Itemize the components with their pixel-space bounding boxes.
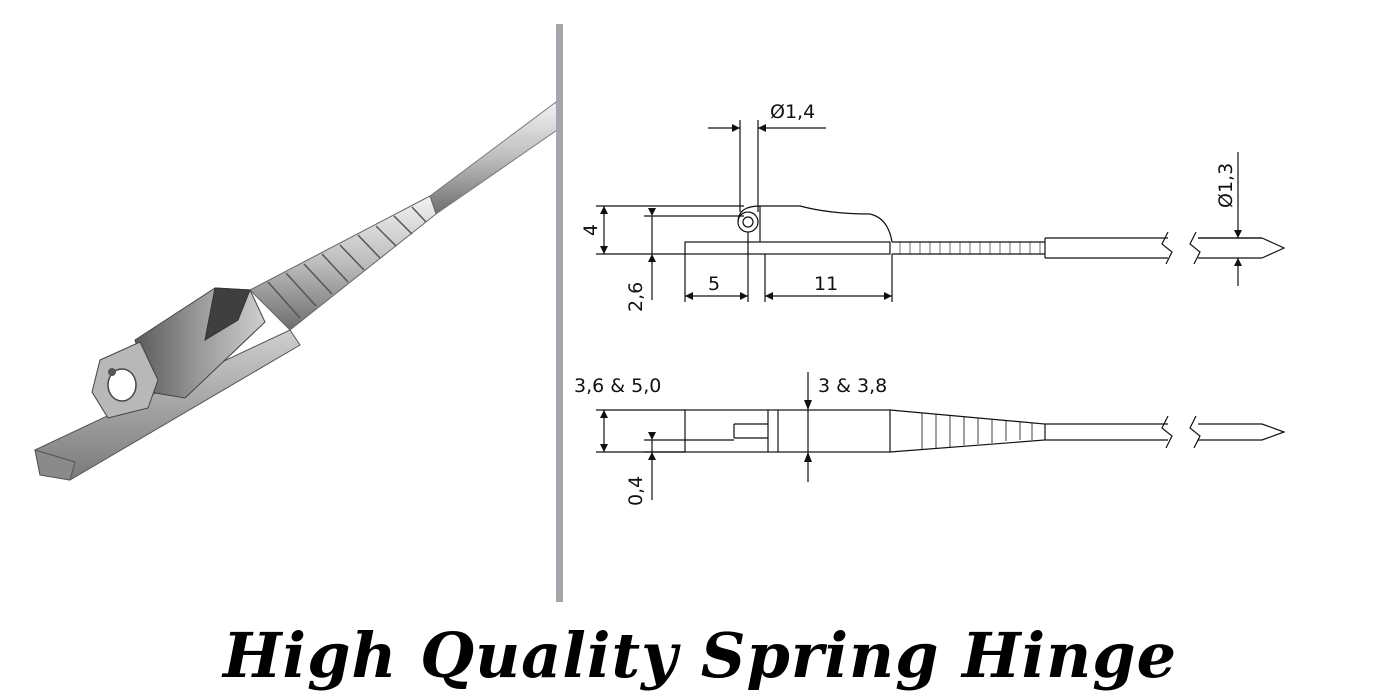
hinge-3d-render xyxy=(34,101,561,481)
dim-center: 3 & 3,8 xyxy=(818,375,887,397)
side-view-drawing xyxy=(596,120,1286,302)
dim-height: 4 xyxy=(580,224,602,236)
dim-diameter-eye: Ø1,4 xyxy=(770,101,815,123)
dim-width: 3,6 & 5,0 xyxy=(574,375,661,397)
dim-diameter-tip: Ø1,3 xyxy=(1215,163,1237,208)
top-view-arrows xyxy=(600,400,812,462)
dim-length-a: 5 xyxy=(708,273,720,295)
dim-offset: 2,6 xyxy=(625,282,647,312)
dim-gap: 0,4 xyxy=(625,476,647,506)
side-view-arrows xyxy=(600,124,1242,300)
vertical-divider xyxy=(556,24,563,602)
caption-title: High Quality Spring Hinge xyxy=(222,619,1178,692)
top-view-drawing xyxy=(596,372,1286,500)
dim-length-b: 11 xyxy=(814,273,838,295)
